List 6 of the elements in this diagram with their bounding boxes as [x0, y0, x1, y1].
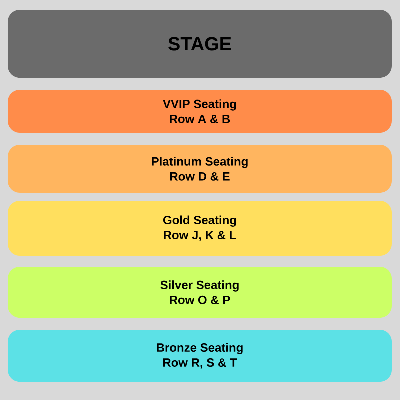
seating-section: Silver Seating Row O & P — [8, 267, 392, 318]
seating-section: Platinum Seating Row D & E — [8, 145, 392, 193]
stage-box: STAGE — [8, 10, 392, 78]
seating-section: Bronze Seating Row R, S & T — [8, 330, 392, 382]
seating-section: VVIP Seating Row A & B — [8, 90, 392, 133]
seating-section: Gold Seating Row J, K & L — [8, 201, 392, 256]
